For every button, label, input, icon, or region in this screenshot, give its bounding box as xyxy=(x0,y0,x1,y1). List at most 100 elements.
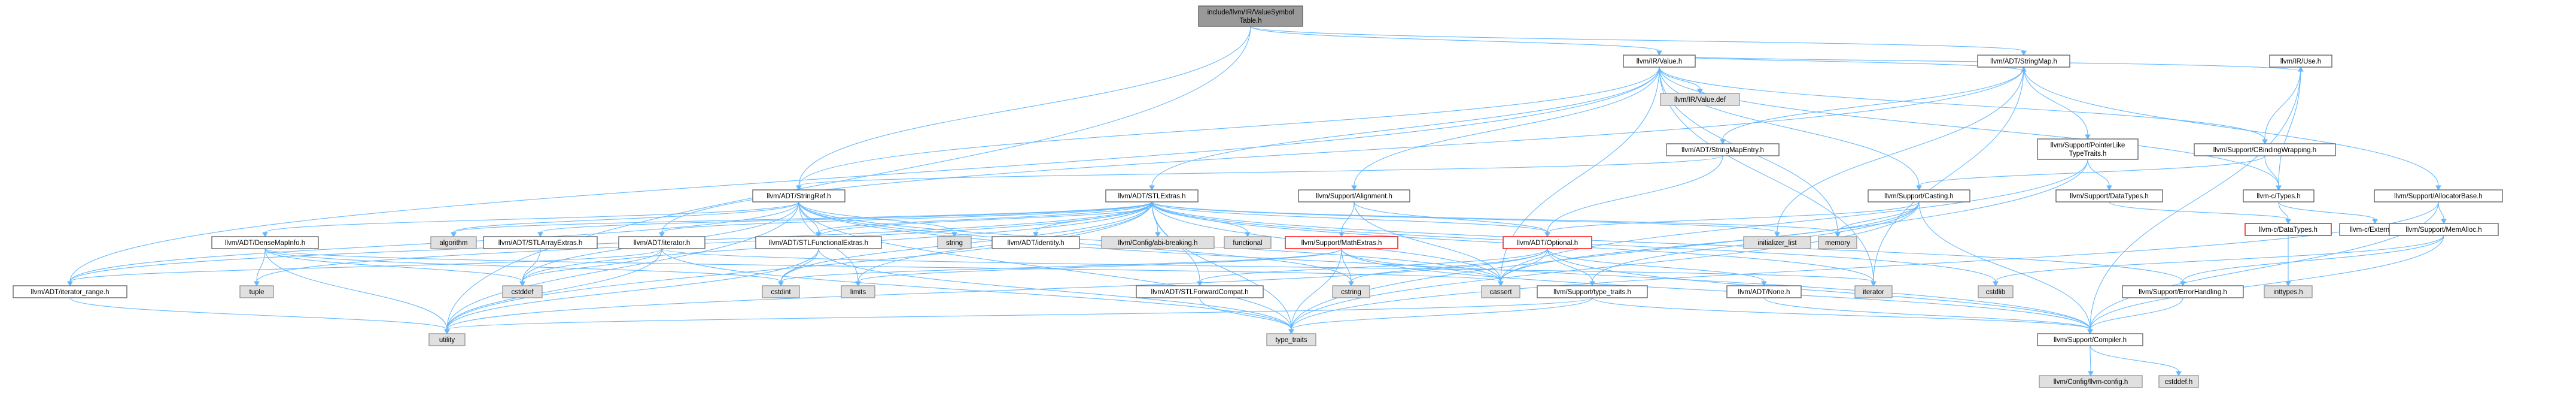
edge-casting_h-to-memory xyxy=(1835,201,1920,238)
edge-value_h-to-alignment_h xyxy=(1351,66,1660,191)
node-llvm-config-h: llvm/Config/llvm-config.h xyxy=(2039,375,2143,388)
node-label: llvm/ADT/iterator.h xyxy=(634,240,691,247)
node-cstring: cstring xyxy=(1332,285,1370,298)
node-none-h[interactable]: llvm/ADT/None.h xyxy=(1726,285,1802,298)
edge-llvmc_types_h-to-llvmc_datatypes_h xyxy=(2278,201,2291,225)
node-type-traits: type_traits xyxy=(1266,333,1316,346)
node-label: llvm/IR/Use.h xyxy=(2280,58,2321,65)
node-label: llvm/Config/abi-breaking.h xyxy=(1118,240,1198,247)
node-errorhandling-h[interactable]: llvm/Support/ErrorHandling.h xyxy=(2122,285,2244,298)
node-functional: functional xyxy=(1224,236,1272,249)
node-label: include/llvm/IR/ValueSymbol xyxy=(1208,9,1294,16)
edge-llvmc_types_h-to-llvmc_externc_h xyxy=(2278,201,2378,225)
node-memalloc-h[interactable]: llvm/Support/MemAlloc.h xyxy=(2389,223,2499,236)
node-label: cstring xyxy=(1341,289,1361,296)
edge-stlfunctionalextras_h-to-type_traits xyxy=(818,248,1294,335)
edge-stlextras_h-to-type_traits xyxy=(1151,201,1294,335)
edge-optional_h-to-stlforwardcompat_h xyxy=(1197,248,1548,287)
edge-casting_h-to-optional_h xyxy=(1544,201,1920,238)
edge-datatypes_support_h-to-llvmc_datatypes_h xyxy=(2109,201,2291,225)
node-stringmapentry-h[interactable]: llvm/ADT/StringMapEntry.h xyxy=(1666,143,1780,156)
edge-value_h-to-llvmc_types_h xyxy=(1659,66,2282,191)
node-initializer-list: initializer_list xyxy=(1743,236,1811,249)
edge-optional_h-to-utility xyxy=(444,248,1548,335)
edge-memalloc_h-to-compiler_h xyxy=(2087,235,2444,335)
edge-densemapinfo_h-to-utility xyxy=(264,248,450,335)
node-allocatorbase-h[interactable]: llvm/Support/AllocatorBase.h xyxy=(2374,189,2503,202)
node-optional-h[interactable]: llvm/ADT/Optional.h xyxy=(1503,236,1592,249)
node-densemapinfo-h[interactable]: llvm/ADT/DenseMapInfo.h xyxy=(211,236,319,249)
edge-value_h-to-value_def xyxy=(1659,66,1703,95)
node-label: llvm/ADT/iterator_range.h xyxy=(31,289,109,296)
edge-type_traits_support_h-to-compiler_h xyxy=(1592,297,2093,335)
node-datatypes-support-h[interactable]: llvm/Support/DataTypes.h xyxy=(2055,189,2163,202)
node-alignment-h[interactable]: llvm/Support/Alignment.h xyxy=(1298,189,1410,202)
node-inttypes-h: inttypes.h xyxy=(2264,285,2313,298)
edge-value_h-to-cassert xyxy=(1498,66,1660,287)
edge-stringmap_h-to-initializer_list xyxy=(1774,66,2024,238)
edge-stringmapentry_h-to-optional_h xyxy=(1544,155,1723,238)
node-label: llvm-c/Types.h xyxy=(2256,193,2301,200)
node-cassert: cassert xyxy=(1481,285,1520,298)
node-label: string xyxy=(946,240,963,247)
node-algorithm: algorithm xyxy=(430,236,477,249)
node-label: llvm/Support/AllocatorBase.h xyxy=(2394,193,2483,200)
node-llvmc-types-h[interactable]: llvm-c/Types.h xyxy=(2243,189,2315,202)
edge-stringmap_h-to-allocatorbase_h xyxy=(2023,66,2441,191)
edge-llvmc_datatypes_h-to-inttypes_h xyxy=(2285,235,2291,287)
node-casting-h[interactable]: llvm/Support/Casting.h xyxy=(1868,189,1970,202)
node-label: llvm/ADT/STLFunctionalExtras.h xyxy=(769,240,868,247)
node-identity-h[interactable]: llvm/ADT/identity.h xyxy=(992,236,1080,249)
edge-use_h-to-cbinding_h xyxy=(2262,66,2301,145)
edge-casting_h-to-type_traits xyxy=(1288,201,1920,335)
node-stlfunctionalextras-h[interactable]: llvm/ADT/STLFunctionalExtras.h xyxy=(755,236,882,249)
edge-cbinding_h-to-llvmc_types_h xyxy=(2264,155,2282,191)
node-stlextras-h[interactable]: llvm/ADT/STLExtras.h xyxy=(1105,189,1199,202)
node-label: llvm/Support/Compiler.h xyxy=(2054,337,2127,344)
node-label: llvm/ADT/STLForwardCompat.h xyxy=(1151,289,1249,296)
edge-stlforwardcompat_h-to-type_traits xyxy=(1199,297,1294,335)
edge-stlextras_h-to-stlfunctionalextras_h xyxy=(816,201,1152,238)
edge-stringmap_h-to-pointerlike_h xyxy=(2023,66,2091,140)
node-stringref-h[interactable]: llvm/ADT/StringRef.h xyxy=(752,189,846,202)
node-label: llvm-c/DataTypes.h xyxy=(2259,226,2318,234)
node-label: llvm/Support/Alignment.h xyxy=(1316,193,1392,200)
node-value-h[interactable]: llvm/IR/Value.h xyxy=(1623,55,1696,68)
node-label: Table.h xyxy=(1239,17,1261,25)
node-stlarrayextras-h[interactable]: llvm/ADT/STLArrayExtras.h xyxy=(483,236,598,249)
edge-stlfunctionalextras_h-to-cstdint xyxy=(778,248,819,287)
node-label: llvm/Support/PointerLike xyxy=(2051,142,2125,149)
node-iterator-h[interactable]: llvm/ADT/iterator.h xyxy=(618,236,705,249)
node-label: cstdint xyxy=(771,289,791,296)
node-stringmap-h[interactable]: llvm/ADT/StringMap.h xyxy=(1977,55,2070,68)
edge-stlextras_h-to-errorhandling_h xyxy=(1151,201,2186,287)
node-label: llvm/ADT/StringRef.h xyxy=(767,193,831,200)
node-abibreaking-h: llvm/Config/abi-breaking.h xyxy=(1101,236,1215,249)
edge-none_h-to-compiler_h xyxy=(1763,297,2093,335)
node-stlforwardcompat-h[interactable]: llvm/ADT/STLForwardCompat.h xyxy=(1136,285,1264,298)
edge-optional_h-to-none_h xyxy=(1547,248,1767,287)
edge-errorhandling_h-to-compiler_h xyxy=(2087,297,2183,335)
edge-value_h-to-casting_h xyxy=(1659,66,1922,191)
node-label: functional xyxy=(1233,240,1262,247)
node-mathextras-h[interactable]: llvm/Support/MathExtras.h xyxy=(1285,236,1398,249)
node-limits: limits xyxy=(841,285,875,298)
edge-compiler_h-to-cstddef_h xyxy=(2090,345,2182,377)
edge-iterator_h-to-cstddef xyxy=(519,248,662,287)
edge-allocatorbase_h-to-compiler_h xyxy=(2087,201,2439,335)
edge-root-to-value_h xyxy=(1250,26,1662,56)
edge-value_h-to-stlextras_h xyxy=(1149,66,1660,191)
edge-stringmapentry_h-to-stringref_h xyxy=(796,155,1723,191)
node-llvmc-datatypes-h[interactable]: llvm-c/DataTypes.h xyxy=(2245,223,2332,236)
node-cbinding-h[interactable]: llvm/Support/CBindingWrapping.h xyxy=(2194,143,2336,156)
node-iterator-range-h[interactable]: llvm/ADT/iterator_range.h xyxy=(13,285,127,298)
node-type-traits-support-h[interactable]: llvm/Support/type_traits.h xyxy=(1537,285,1648,298)
node-label: TypeTraits.h xyxy=(2069,150,2107,158)
node-string: string xyxy=(937,236,972,249)
node-label: llvm/ADT/identity.h xyxy=(1007,240,1064,247)
node-compiler-h[interactable]: llvm/Support/Compiler.h xyxy=(2037,333,2143,346)
node-label: llvm/ADT/STLArrayExtras.h xyxy=(498,240,583,247)
node-use-h[interactable]: llvm/IR/Use.h xyxy=(2269,55,2332,68)
